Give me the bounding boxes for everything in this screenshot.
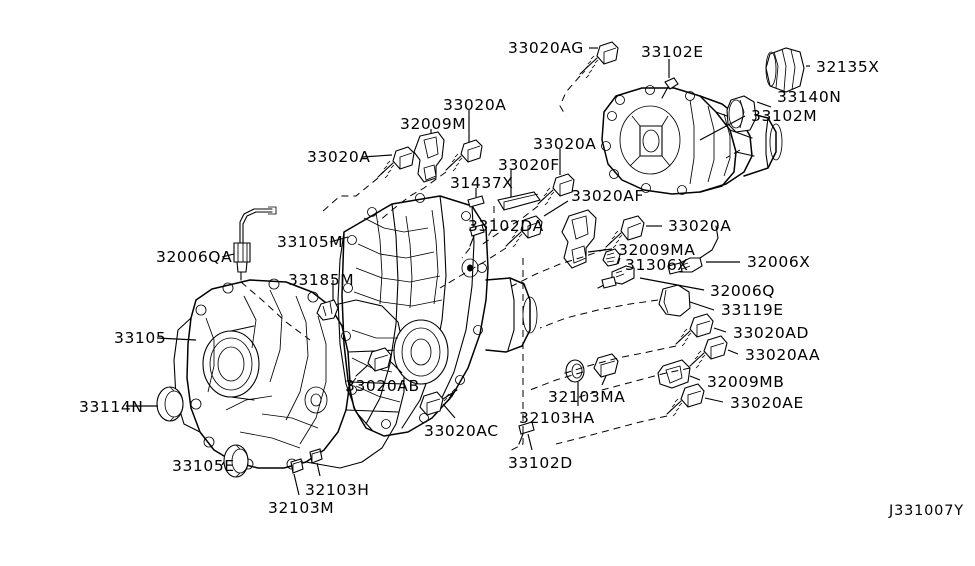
cap-33119e-artwork: [658, 284, 691, 317]
assembly-dashed-guides: [240, 75, 741, 453]
callout-33020a-right: 33020A: [668, 217, 732, 235]
callout-33020a-left: 33020A: [307, 148, 371, 166]
callout-32103m: 32103M: [268, 499, 335, 517]
callout-33102da: 33102DA: [468, 217, 544, 235]
bracket-32009ma-artwork: [561, 209, 597, 269]
callout-32006x: 32006X: [747, 253, 811, 271]
bolt-33020a-left-artwork: [377, 146, 415, 179]
callout-33105: 33105: [114, 329, 167, 347]
callout-32103ma: 32103MA: [548, 388, 626, 406]
callout-33185m: 33185M: [288, 271, 355, 289]
callout-33020a-top: 33020A: [443, 96, 507, 114]
leader-lines: [126, 47, 810, 496]
oil-seal-33105e-artwork: [223, 444, 249, 478]
callout-33020ag: 33020AG: [508, 39, 584, 57]
plug-32103m-artwork: [290, 458, 304, 474]
bolt-33020ad-artwork: [675, 313, 714, 347]
bolt-33020aa-artwork: [689, 335, 728, 369]
dowel-pin-33102e-artwork: [661, 77, 679, 99]
sensor-32006qa-artwork: [233, 206, 277, 281]
rear-extension-housing-artwork: [601, 85, 783, 195]
callout-32009mb: 32009MB: [707, 373, 785, 391]
plug-32103h-artwork: [309, 448, 323, 464]
callout-32006qa: 32006QA: [156, 248, 233, 266]
bolt-33020a-right-artwork: [605, 215, 645, 249]
callout-33102d: 33102D: [508, 454, 573, 472]
callout-33020ae: 33020AE: [730, 394, 804, 412]
bolt-33020a-mid-artwork: [537, 173, 575, 206]
seal-33140n-artwork: [726, 95, 757, 133]
callout-33102e: 33102E: [641, 43, 704, 61]
callout-33020a-upper: 33020A: [533, 135, 597, 153]
boot-32135x-artwork: [765, 47, 805, 93]
callout-33020af: 33020AF: [571, 187, 645, 205]
callout-33114n: 33114N: [79, 398, 144, 416]
callout-33140n: 33140N: [777, 88, 842, 106]
callout-32009ma: 32009MA: [618, 241, 696, 259]
callout-32006q: 32006Q: [710, 282, 776, 300]
callout-33020ac: 33020AC: [424, 422, 499, 440]
bolt-33020ae-artwork: [666, 383, 705, 417]
bolt-33020ag-artwork: [579, 41, 619, 79]
oil-seal-33114n-artwork: [156, 386, 184, 422]
callout-33119e: 33119E: [721, 301, 784, 319]
washer-33020f-artwork: [497, 191, 541, 211]
callout-33020ad: 33020AD: [733, 324, 810, 342]
bolt-33020a-upper-artwork: [445, 139, 483, 172]
nut-31306x-artwork: [602, 248, 621, 267]
bolt-33020ac-artwork: [419, 388, 458, 416]
bracket-32009m-artwork: [413, 131, 445, 183]
callout-33105m: 33105M: [277, 233, 344, 251]
callout-33102m: 33102M: [751, 107, 818, 125]
clip-33185m-artwork: [316, 299, 339, 321]
bolt-33020af-artwork: [505, 215, 543, 248]
sensor-32006q-artwork: [597, 265, 635, 289]
bracket-32009mb-artwork: [657, 359, 691, 389]
callout-31306x: 31306X: [625, 256, 689, 274]
front-case-half-artwork: [173, 278, 405, 470]
callout-33020f: 33020F: [498, 156, 560, 174]
callout-33105e: 33105E: [172, 457, 235, 475]
callout-32103h: 32103H: [305, 481, 370, 499]
callout-32103ha: 32103HA: [519, 409, 595, 427]
callout-32009m: 32009M: [400, 115, 467, 133]
callout-33020aa: 33020AA: [745, 346, 821, 364]
callout-31437x: 31437X: [450, 174, 514, 192]
bolt-32103ma-artwork: [565, 353, 619, 383]
diagram-id-label: J331007Y: [889, 503, 964, 519]
pin-31437x-artwork: [467, 195, 485, 208]
sensor-32006x-artwork: [667, 225, 719, 275]
dowel-33102da-artwork: [469, 224, 485, 247]
callout-32135x: 32135X: [816, 58, 880, 76]
callout-33020ab: 33020AB: [345, 377, 420, 395]
bolt-33020ab-artwork: [355, 347, 392, 377]
